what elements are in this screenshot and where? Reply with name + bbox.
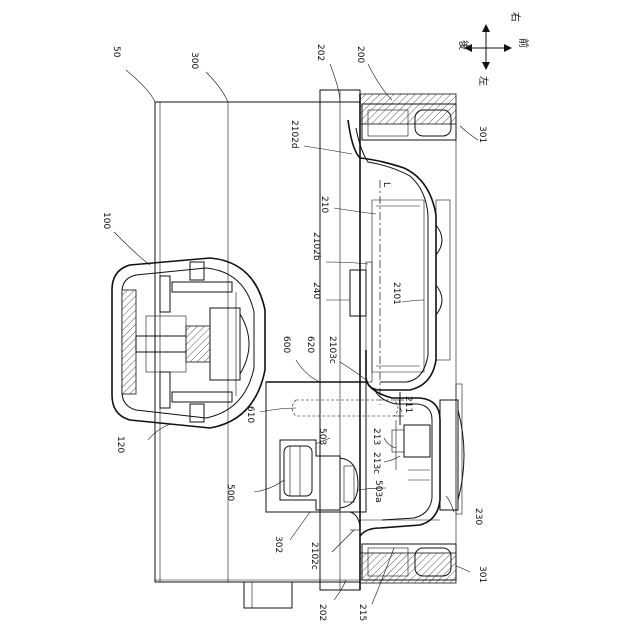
label-302: 302 [273,536,283,553]
plate-240 [350,262,372,382]
direction-indicator: 後 右 前 左 [457,12,530,86]
label-215: 215 [357,604,367,621]
label-213c: 213c [371,452,381,474]
label-202-bottom: 202 [317,604,327,621]
label-50: 50 [111,46,121,58]
unit-100 [112,258,265,428]
label-240: 240 [311,282,321,299]
dir-front: 前 [517,38,530,48]
arrow-right-icon [504,44,512,52]
bottom-frame [300,512,440,530]
label-100: 100 [101,212,111,229]
label-2102b: 2102b [311,232,321,261]
label-503: 503 [317,428,327,445]
label-600: 600 [281,336,291,353]
tank-210 [348,120,450,405]
arrow-down-icon [482,62,490,70]
label-301-top: 301 [477,126,487,143]
label-230: 230 [473,508,483,525]
label-120: 120 [115,436,125,453]
label-503a: 503a [373,480,383,503]
label-300: 300 [189,52,199,69]
label-610: 610 [245,406,255,423]
dir-left: 左 [477,76,490,86]
label-2103c: 2103c [327,336,337,364]
label-2101: 2101 [391,282,401,305]
label-L: L [381,182,391,187]
label-500: 500 [225,484,235,501]
label-301-bottom: 301 [477,566,487,583]
label-211: 211 [403,396,413,413]
label-202-top: 202 [315,44,325,61]
dir-back: 後 [457,40,470,50]
component-500 [280,440,358,510]
label-2102c: 2102c [309,542,319,570]
label-2102d: 2102d [289,120,299,149]
label-200: 200 [355,46,365,63]
label-213: 213 [371,428,381,445]
label-210: 210 [319,196,329,213]
dir-right: 右 [509,12,522,22]
label-620: 620 [305,336,315,353]
arrow-up-icon [482,24,490,32]
